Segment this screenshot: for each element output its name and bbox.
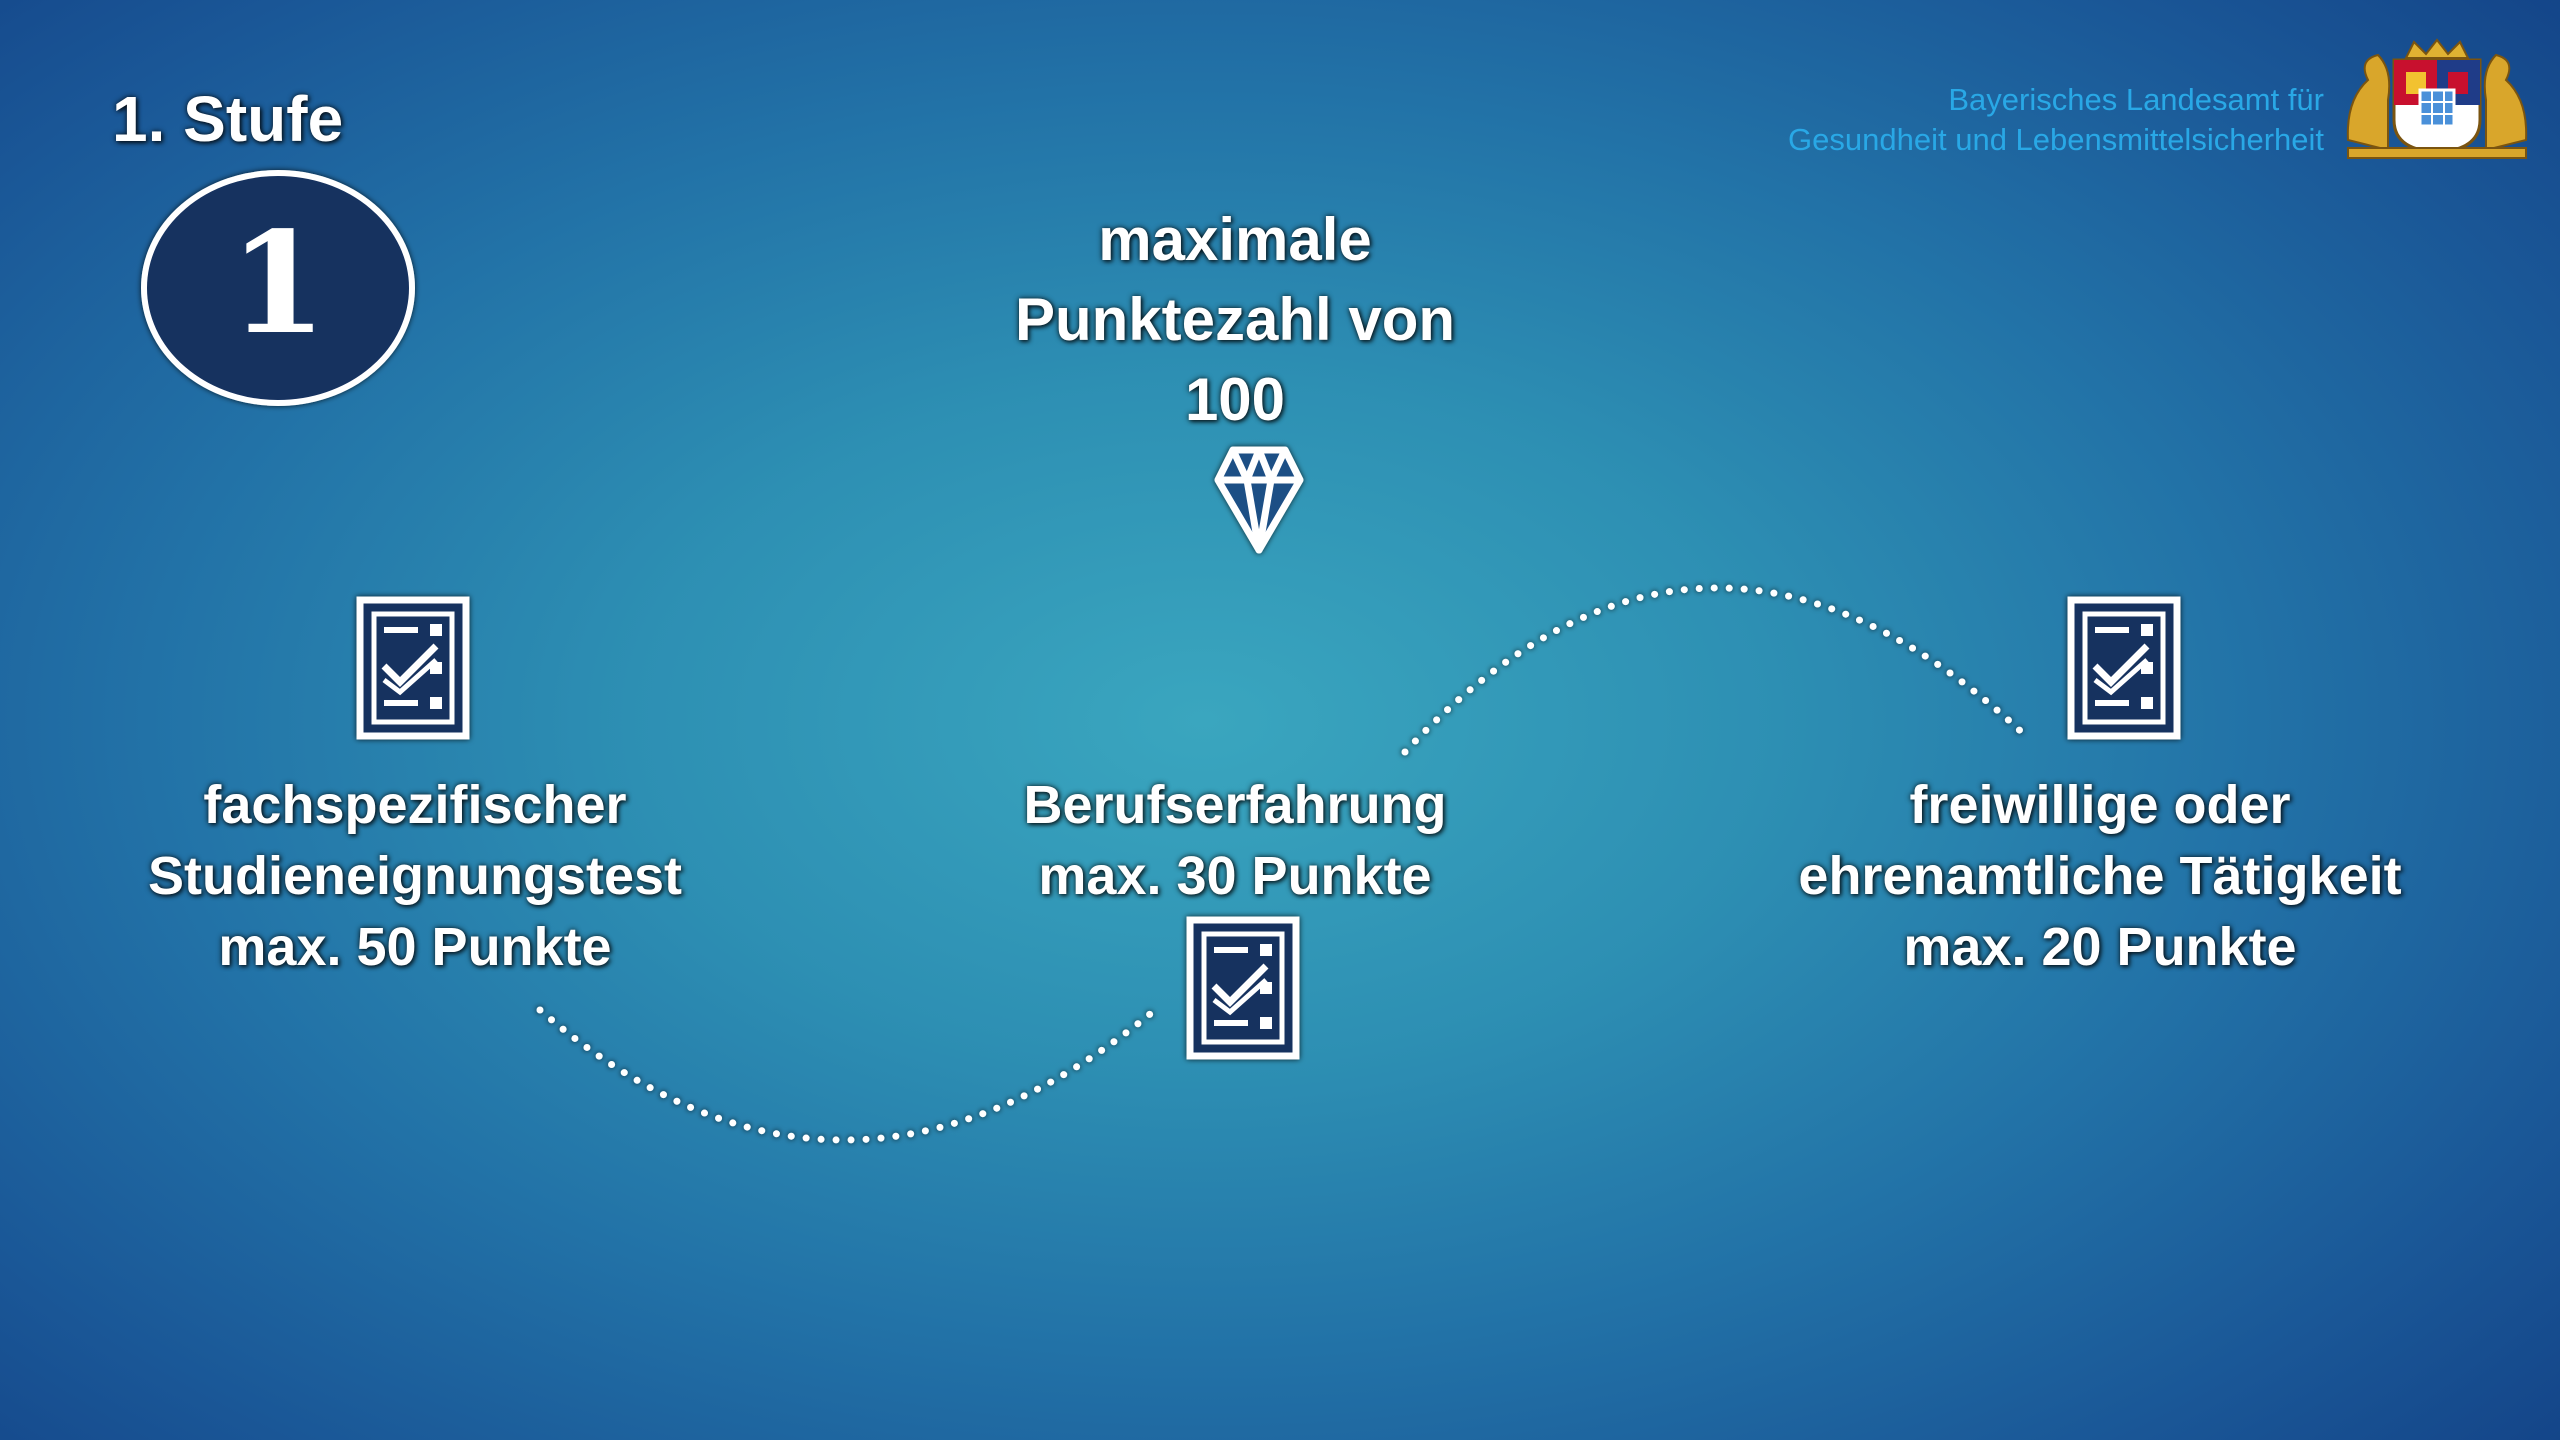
criterion-volunteer-work-line-2: ehrenamtliche Tätigkeit <box>1798 846 2402 906</box>
agency-name-line-2: Gesundheit und Lebensmittelsicherheit <box>1788 122 2324 157</box>
max-points-line-1: maximale <box>1098 206 1372 273</box>
criterion-volunteer-work: freiwillige oder ehrenamtliche Tätigkeit… <box>1740 770 2460 983</box>
coat-of-arms-icon <box>2346 38 2528 159</box>
checklist-icon-middle <box>1186 916 1300 1060</box>
max-points-line-3: 100 <box>1184 366 1286 433</box>
criterion-volunteer-work-line-1: freiwillige oder <box>1909 775 2291 835</box>
criterion-work-experience-line-1: Berufserfahrung <box>1023 775 1447 835</box>
criterion-study-test-points: max. 50 Punkte <box>218 917 612 977</box>
criterion-work-experience: Berufserfahrung max. 30 Punkte <box>930 770 1540 912</box>
checklist-icon-left <box>356 596 470 740</box>
criterion-volunteer-work-points: max. 20 Punkte <box>1903 917 2297 977</box>
criterion-study-test: fachspezifischer Studieneignungstest max… <box>60 770 770 983</box>
stage-number: 1 <box>229 202 326 366</box>
agency-name-line-1: Bayerisches Landesamt für <box>1948 82 2324 117</box>
stage-title: 1. Stufe <box>112 83 344 155</box>
max-points-heading: maximale Punktezahl von 100 <box>930 200 1540 440</box>
criterion-study-test-line-1: fachspezifischer <box>203 775 627 835</box>
max-points-line-2: Punktezahl von <box>1014 286 1456 353</box>
dotted-arc-left <box>536 1006 1159 1144</box>
diamond-icon <box>1214 446 1304 554</box>
dotted-arc-right <box>1401 584 2034 756</box>
criterion-work-experience-points: max. 30 Punkte <box>1038 846 1432 906</box>
criterion-study-test-line-2: Studieneignungstest <box>147 846 682 906</box>
checklist-icon-right <box>2067 596 2181 740</box>
stage-number-badge: 1 <box>141 170 415 406</box>
